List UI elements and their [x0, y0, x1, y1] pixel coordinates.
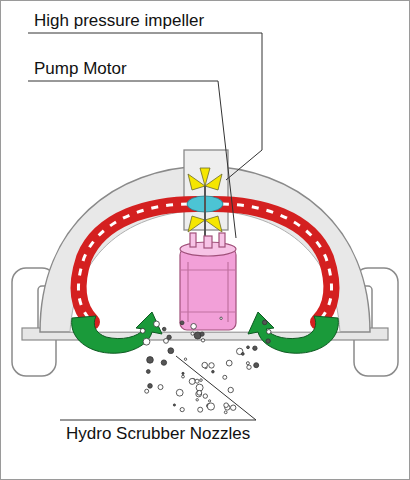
bubble: [196, 399, 198, 401]
bubble: [173, 404, 175, 406]
bubble: [197, 390, 202, 395]
bubble: [147, 357, 154, 364]
bubble: [176, 389, 183, 396]
bubble: [191, 332, 194, 335]
bubble: [162, 327, 166, 331]
bubble: [191, 324, 197, 330]
pump-motor-part: [190, 233, 196, 247]
bubble: [241, 353, 244, 356]
bubble: [195, 379, 199, 383]
pump-motor-part: [180, 248, 236, 330]
bubble: [182, 375, 185, 378]
bubble: [140, 328, 145, 333]
leader-line-part: [60, 356, 256, 420]
pump-motor-part: [187, 262, 188, 322]
bubble: [209, 400, 211, 402]
bubble: [189, 378, 195, 384]
scrubber-nozzle-part: [72, 312, 162, 353]
bubble: [209, 363, 214, 368]
bubble: [148, 384, 153, 389]
bubble: [223, 375, 227, 379]
bubble: [220, 317, 222, 319]
bubble: [184, 358, 186, 360]
bubble: [161, 360, 166, 365]
bubble: [212, 370, 215, 373]
bubble: [182, 372, 184, 374]
water-hose-part: [222, 204, 332, 322]
bubble: [201, 339, 204, 342]
impeller-part: [205, 216, 222, 232]
pump-motor-part: [204, 236, 212, 248]
bubble: [246, 362, 249, 365]
part-label: High pressure impeller: [34, 11, 204, 31]
pump-motor-part: [180, 311, 236, 312]
impeller-part: [200, 168, 210, 186]
bubble: [267, 330, 271, 334]
pump-motor-part: [180, 269, 236, 270]
bubble: [203, 394, 207, 398]
bubble: [247, 365, 251, 369]
bubble: [207, 403, 214, 410]
bubble: [146, 370, 150, 374]
bubble: [224, 411, 227, 414]
bubble: [196, 391, 202, 397]
water-bubbles: [140, 317, 271, 414]
pump-motor-part: [219, 233, 225, 247]
scrubber-nozzle: [72, 312, 339, 353]
bubble: [145, 389, 149, 393]
bubble: [143, 338, 150, 345]
leader-line: [28, 33, 262, 420]
part-label: Hydro Scrubber Nozzles: [66, 424, 250, 444]
part-label: Pump Motor: [34, 59, 127, 79]
bubble: [266, 339, 270, 343]
bubble: [200, 379, 203, 382]
scrubber-nozzle-part: [248, 312, 338, 353]
bubble: [158, 385, 163, 390]
pump-motor-part: [227, 262, 228, 322]
bubble: [254, 363, 259, 368]
bubble: [228, 387, 233, 392]
bubble: [200, 332, 204, 336]
bubble: [154, 321, 160, 327]
water-hose-part: [78, 204, 196, 322]
bubble: [224, 403, 229, 408]
bubble: [253, 346, 257, 350]
bubble: [180, 408, 184, 412]
housing-shell: [40, 166, 370, 332]
bubble: [247, 346, 250, 349]
water-hose-part: [78, 204, 188, 322]
bubble: [168, 348, 174, 354]
bubble: [198, 407, 203, 412]
bubble: [202, 362, 208, 368]
bubble: [180, 321, 184, 325]
impeller-part: [188, 216, 205, 232]
bubble: [231, 405, 236, 410]
bubble: [164, 339, 169, 344]
pump-motor: [180, 233, 236, 330]
leader-line-part: [28, 81, 236, 238]
bubble: [262, 320, 267, 325]
bubble: [226, 360, 232, 366]
